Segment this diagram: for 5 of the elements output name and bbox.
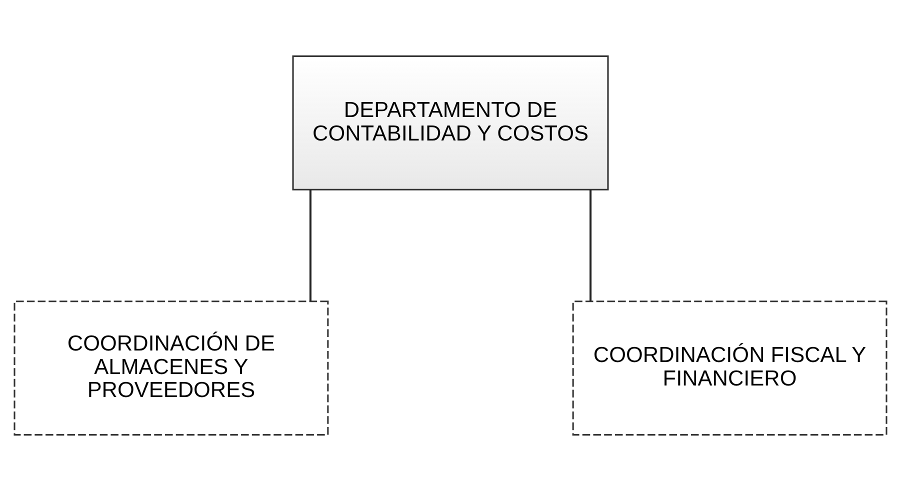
connector — [590, 190, 592, 302]
node-box: DEPARTAMENTO DE CONTABILIDAD Y COSTOS — [292, 55, 609, 190]
node-box: COORDINACIÓN DE ALMACENES Y PROVEEDORES — [14, 300, 329, 436]
node-box: COORDINACIÓN FISCAL Y FINANCIERO — [572, 300, 888, 436]
connector — [309, 190, 312, 302]
